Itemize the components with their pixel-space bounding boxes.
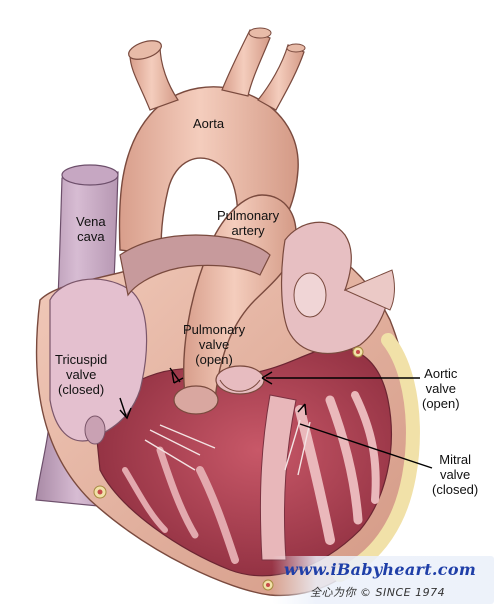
label-pulmonary-valve-line2: valve	[198, 337, 230, 352]
label-vena-cava: Vena cava	[76, 214, 106, 244]
label-pulmonary-artery-line2: artery	[231, 223, 265, 238]
label-tricuspid-valve: Tricuspid valve (closed)	[55, 352, 107, 397]
label-pulmonary-valve-line3: (open)	[195, 352, 233, 367]
label-aortic-valve-line3: (open)	[422, 396, 460, 411]
label-aorta-text: Aorta	[193, 116, 225, 131]
label-aortic-valve: Aortic valve (open)	[422, 366, 460, 411]
label-mitral-valve-line1: Mitral	[439, 452, 472, 467]
label-aortic-valve-line1: Aortic	[424, 366, 458, 381]
label-tricuspid-valve-line1: Tricuspid	[55, 352, 108, 367]
label-pulmonary-valve-line1: Pulmonary	[183, 322, 246, 337]
label-vena-cava-line2: cava	[77, 229, 105, 244]
right-atrium	[49, 278, 148, 445]
label-aorta: Aorta	[193, 116, 224, 131]
label-mitral-valve: Mitral valve (closed)	[432, 452, 478, 497]
label-aortic-valve-line2: valve	[425, 381, 456, 396]
watermark-subtitle: 全心为你 © SINCE 1974	[310, 586, 446, 599]
label-mitral-valve-line3: (closed)	[432, 482, 479, 497]
label-pulmonary-valve: Pulmonary valve (open)	[183, 322, 245, 367]
pulmonary-artery	[119, 194, 297, 415]
watermark-url: www.iBabyheart.com	[284, 560, 477, 579]
aortic-valve	[215, 365, 265, 395]
watermark-banner	[272, 556, 494, 604]
label-vena-cava-line1: Vena	[76, 214, 106, 229]
coronary-vessels	[93, 346, 364, 591]
label-pulmonary-artery-line1: Pulmonary	[217, 208, 280, 223]
label-mitral-valve-line2: valve	[439, 467, 471, 482]
annotation-lines	[119, 367, 433, 469]
label-tricuspid-valve-line2: valve	[65, 367, 97, 382]
left-atrium	[280, 221, 395, 354]
label-pulmonary-artery: Pulmonary artery	[217, 208, 279, 238]
label-tricuspid-valve-line3: (closed)	[58, 382, 105, 397]
